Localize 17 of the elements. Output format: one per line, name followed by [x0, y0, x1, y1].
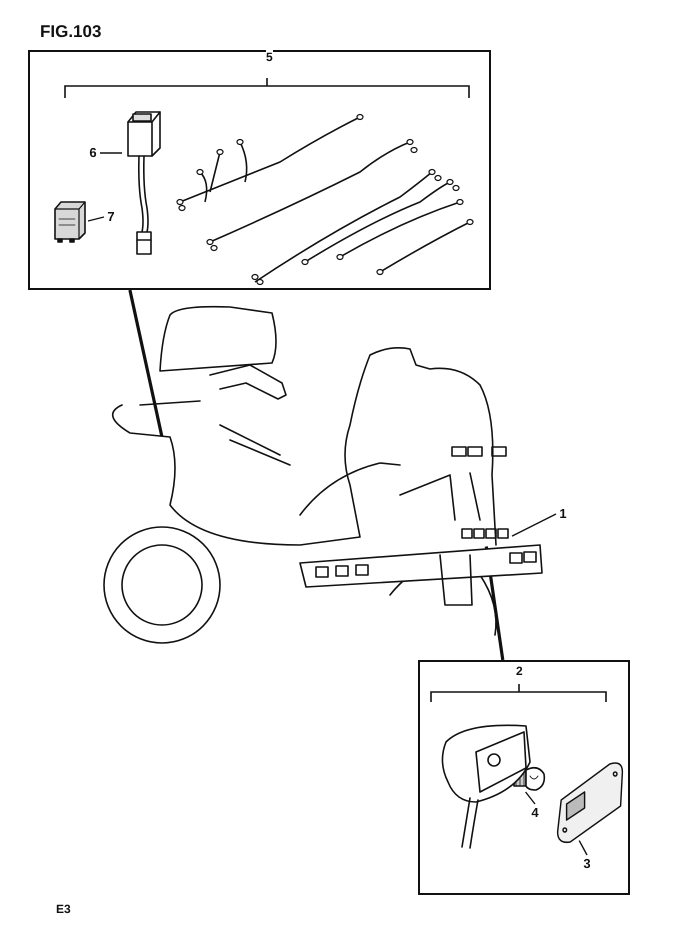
parts-panel: [418, 660, 630, 895]
lens-drawing: [554, 760, 626, 844]
leader-line: [88, 216, 104, 222]
leader-line: [578, 840, 588, 856]
leader-line: [100, 152, 122, 154]
callout-number: 3: [580, 855, 594, 873]
model-code: E3: [56, 902, 71, 916]
leader-line: [525, 792, 536, 804]
callout-number: 6: [86, 144, 100, 162]
relay-drawing: [52, 199, 88, 243]
callout-number: 1: [556, 505, 570, 523]
parts-panel: [28, 50, 491, 290]
callout-number: 2: [516, 664, 523, 678]
callout-number: 7: [104, 208, 118, 226]
callout-number: 4: [528, 804, 542, 822]
leader-line: [512, 513, 556, 537]
callout-number: 5: [266, 50, 273, 64]
